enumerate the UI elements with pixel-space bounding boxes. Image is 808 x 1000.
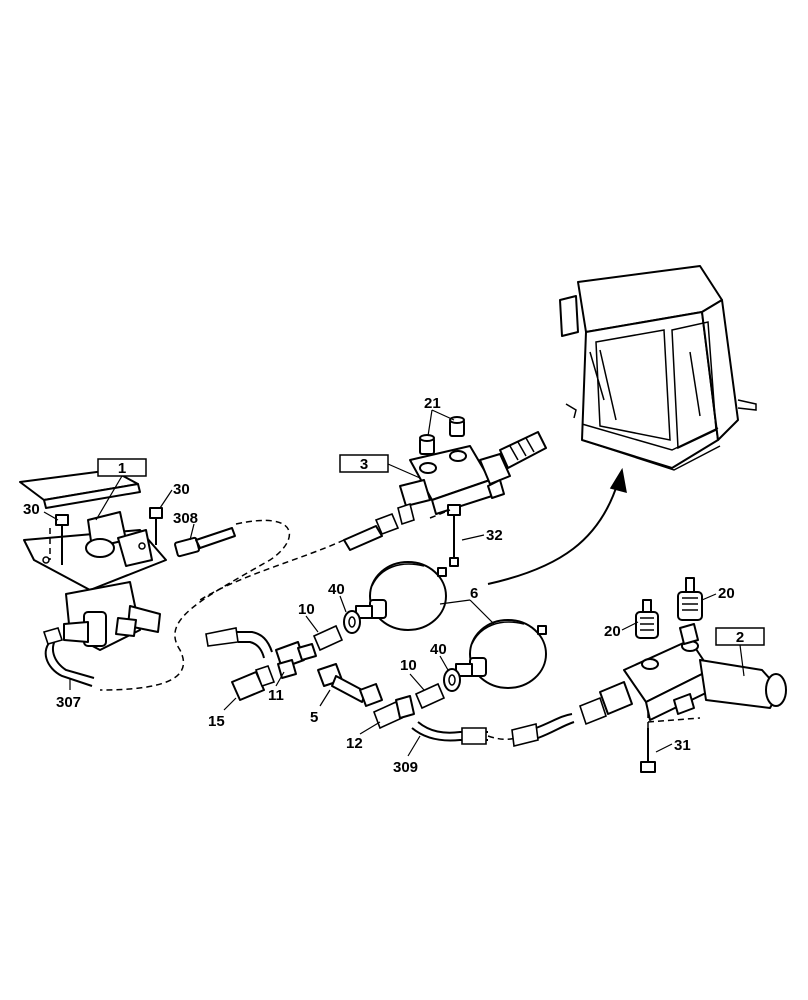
callout-40-upper: 40 [328,581,345,598]
hose-307 [42,627,95,687]
bolt-30-left [49,514,69,565]
callout-11: 11 [268,687,284,704]
callout-15: 15 [208,713,225,730]
brake-pedal-valve [19,469,167,651]
callout-30-right: 30 [173,481,190,498]
route-line-block-down [199,539,345,601]
washer-40-upper [343,610,361,634]
accumulator-upper [355,561,447,631]
plug-21-left [419,434,435,455]
callout-32: 32 [486,527,503,544]
box-label-2: 2 [715,627,765,677]
brake-valve-block [579,623,787,740]
callout-10-upper: 10 [298,601,315,618]
callout-5: 5 [310,709,318,726]
callout-20-left: 20 [604,623,621,640]
callout-leaders [43,409,717,757]
bolt-31 [640,728,656,773]
callout-40-lower: 40 [430,641,447,658]
washer-40-lower [443,668,461,692]
box-label-1-text: 1 [118,460,126,477]
distribution-block [399,431,547,515]
callout-21: 21 [424,395,441,412]
operator-cab-icon [559,265,757,471]
box-label-1: 1 [95,458,147,521]
route-line-pedal-to-block [99,519,291,691]
callout-6: 6 [470,585,478,602]
adaptor-10-lower [414,682,446,710]
adaptor-10-upper [312,624,344,652]
fitting-308 [174,527,236,558]
callout-30-left: 30 [23,501,40,518]
block-inlet-fitting [343,502,415,551]
callout-308: 308 [173,510,198,527]
elbow-fitting-12 [372,695,415,730]
filter-20-right [677,577,703,621]
cap-15 [231,664,276,701]
accumulator-lower [455,619,547,689]
box-label-3-text: 3 [360,456,368,473]
callout-10-lower: 10 [400,657,417,674]
bolt-30-right [149,507,163,545]
filter-20-left [635,599,659,639]
callout-20-right: 20 [718,585,735,602]
box-label-3: 3 [339,454,421,479]
tee-fitting-11 [275,641,317,679]
curved-arrow-icon [487,467,627,585]
plug-21-right [449,416,465,437]
hose-to-tee [205,627,273,659]
callout-31: 31 [674,737,691,754]
bolt-32 [429,504,461,567]
callout-309: 309 [393,759,418,776]
callout-12: 12 [346,735,363,752]
callout-307: 307 [56,694,81,711]
hose-309 [411,713,575,747]
pipe-5 [317,663,383,707]
box-label-2-text: 2 [736,629,744,646]
